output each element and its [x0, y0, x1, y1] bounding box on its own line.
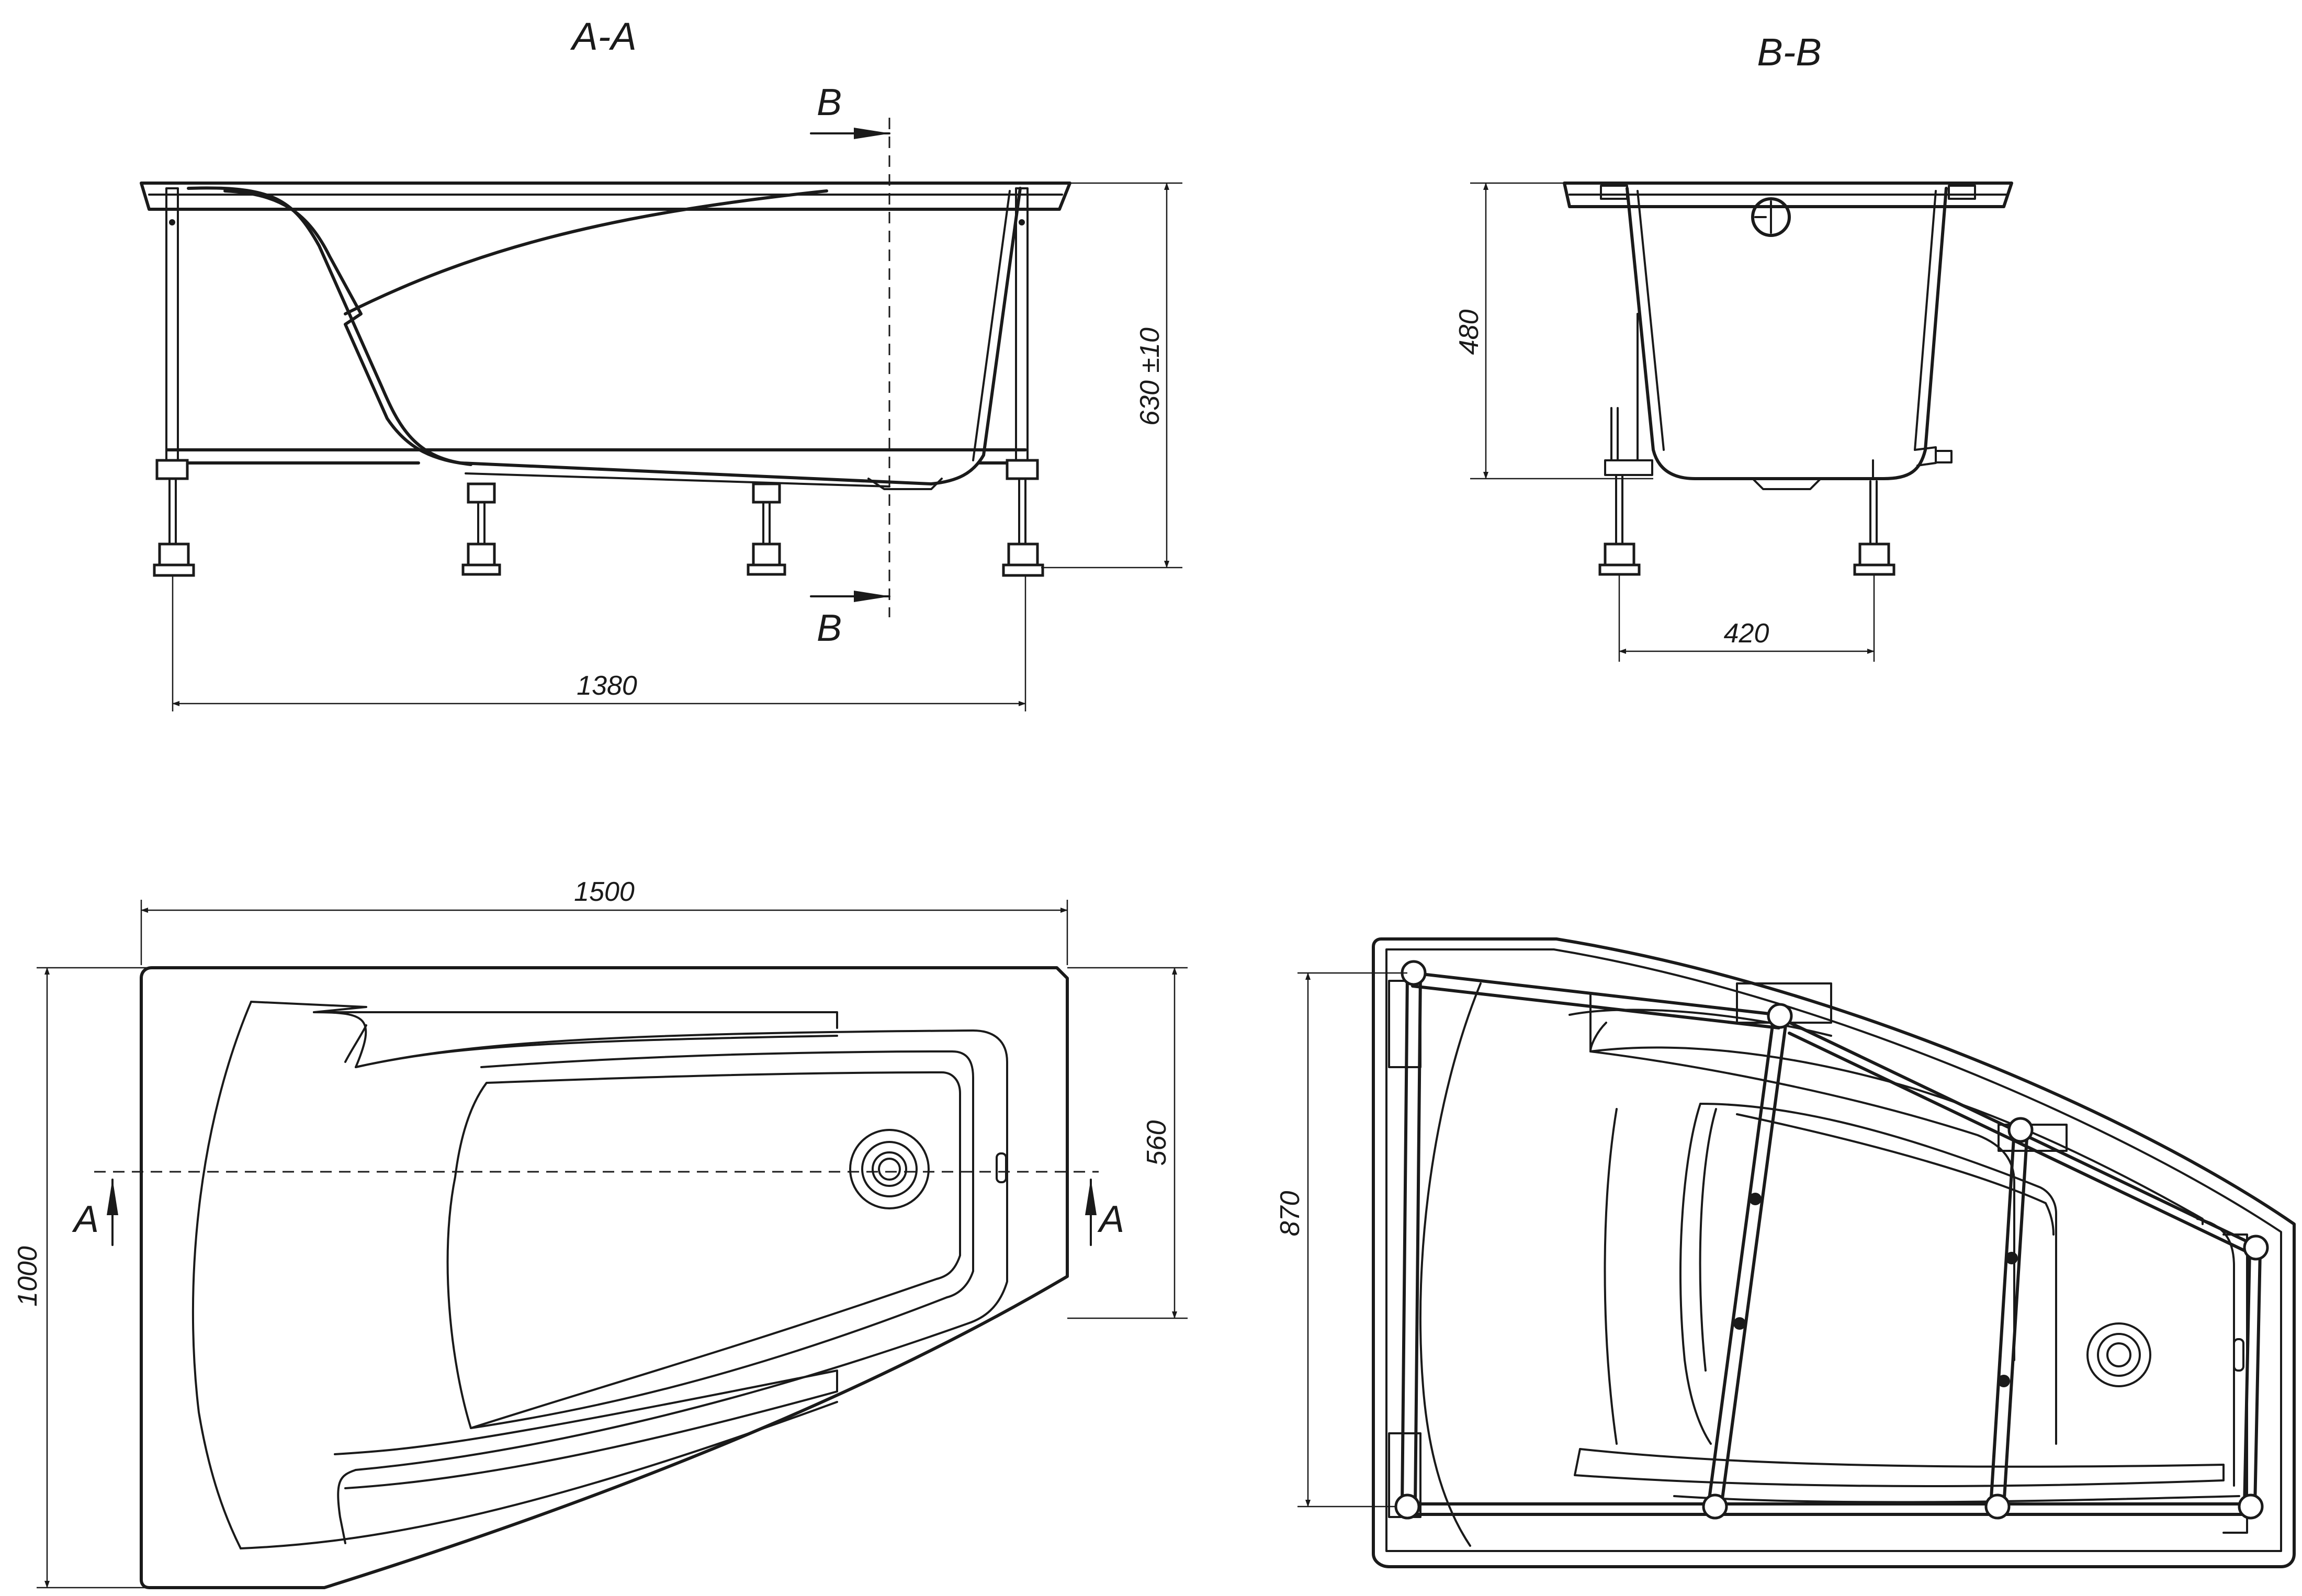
plan-basin [446, 1071, 961, 1429]
plan-short-side-dimension: 560 [1142, 1120, 1172, 1166]
bb-depth-dimension: 480 [1454, 310, 1484, 355]
plan-depth-dimension: 1000 [13, 1246, 43, 1307]
cut-a-left-label: A [72, 1198, 99, 1240]
frame-outline [1372, 937, 2296, 1568]
cut-b-bottom-label: B [817, 607, 842, 649]
cut-a-right-label: A [1097, 1198, 1124, 1240]
section-bb-title: B-B [1757, 30, 1821, 74]
section-bb-view: B-B 480 [1454, 30, 2013, 662]
aa-armrest-curve [344, 189, 828, 315]
aa-right-wall [930, 187, 1022, 485]
cut-b-top-label: B [817, 82, 842, 123]
aa-frame [153, 187, 1044, 577]
bb-tub-body [1626, 187, 1948, 480]
aa-rim [140, 182, 1071, 211]
frame-drain-icon [2086, 1322, 2151, 1387]
aa-height-dimension: 630 ±10 [1135, 327, 1165, 426]
bb-width-dimension: 420 [1724, 618, 1769, 649]
plan-view: A A 1500 1000 560 [13, 877, 1188, 1589]
plan-length-dimension: 1500 [574, 877, 635, 907]
plan-outline [140, 966, 1069, 1589]
aa-length-dimension: 1380 [577, 671, 637, 701]
support-frame [1394, 960, 2269, 1520]
aa-backrest-inner [223, 189, 472, 466]
bb-overflow-icon [1751, 197, 1791, 237]
section-aa-title: A-A [570, 15, 636, 58]
plan-inner-rim [355, 1029, 1008, 1471]
aa-backrest-outer [187, 186, 462, 465]
plan-drain-icon [849, 1129, 930, 1209]
bb-rim [1563, 182, 2013, 208]
aa-bottom [459, 461, 933, 485]
frame-depth-dimension: 870 [1275, 1191, 1305, 1237]
frame-view: 870 [1275, 937, 2296, 1568]
section-aa-view: A-A [140, 15, 1182, 711]
